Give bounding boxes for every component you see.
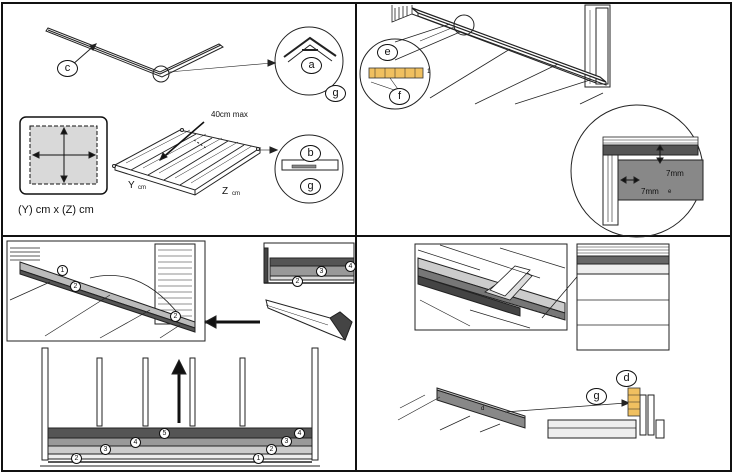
marker-2-bottom-right: 2	[266, 444, 277, 455]
beam-c	[45, 27, 224, 78]
max-spacing-label: 40cm max	[211, 110, 248, 119]
marker-3-bottom-left: 3	[100, 444, 111, 455]
callout-g-top: g	[325, 85, 346, 102]
batten-bottom	[397, 387, 526, 433]
marker-4-bottom-left: 4	[130, 437, 141, 448]
detail-gap	[570, 104, 704, 238]
section-dowel-detail	[547, 387, 665, 439]
saw-tool	[265, 299, 353, 342]
leader-joint-arrow	[267, 59, 277, 67]
callout-c: c	[57, 60, 78, 77]
wall-siding	[391, 5, 413, 23]
callout-g-mid: g	[300, 178, 321, 195]
panel-3-wall-fixing	[6, 240, 355, 467]
callout-e: e	[377, 44, 398, 61]
up-arrow-head	[171, 358, 187, 375]
marker-5-bottom: 5	[159, 428, 170, 439]
marker-2-inset: 2	[292, 276, 303, 287]
y-axis-label: Y	[128, 180, 135, 191]
inset-top-content	[9, 243, 196, 339]
inset-batten-content	[417, 244, 566, 329]
leader-c-arrow	[89, 43, 97, 51]
dimension-formula: (Y) cm x (Z) cm	[18, 204, 94, 216]
panel-2-wall-base	[359, 4, 704, 238]
callout-a: a	[301, 57, 322, 74]
dowel-count-label: 1	[427, 69, 431, 75]
gap-side-part-label: e	[668, 189, 672, 195]
marker-2-bottom-left: 2	[71, 453, 82, 464]
section-batten	[576, 243, 670, 351]
base-beam	[411, 7, 607, 86]
leader-to-detail-arrow	[621, 399, 631, 407]
inset-right-section	[263, 242, 355, 284]
marker-4-inset: 4	[345, 261, 356, 272]
z-axis-label: Z	[222, 186, 229, 197]
floor-plan-square	[19, 116, 108, 195]
gap-top-label: 7mm	[666, 169, 684, 178]
callout-g-bottom: g	[586, 388, 607, 405]
wall-section-bottom	[40, 347, 320, 467]
y-axis-unit: cm	[138, 185, 146, 191]
marker-1-top: 1	[57, 265, 68, 276]
marker-2-top-left: 2	[70, 281, 81, 292]
marker-1-bottom: 1	[253, 453, 264, 464]
panel-1-floor-frame	[19, 26, 344, 204]
detail-corner-joint	[274, 26, 344, 96]
callout-b: b	[300, 145, 321, 162]
beam-detail-circle	[453, 14, 475, 36]
floor-boards	[394, 23, 604, 105]
marker-3-bottom-right: 3	[281, 436, 292, 447]
marker-2-top-right: 2	[170, 311, 181, 322]
marker-4-bottom-right: 4	[294, 428, 305, 439]
callout-f: f	[389, 88, 410, 105]
leader-joint	[168, 62, 273, 73]
detail-dowel	[359, 38, 431, 110]
marker-3-inset: 3	[316, 266, 327, 277]
callout-d: d	[616, 370, 637, 387]
leader-to-detail	[504, 402, 627, 413]
arrow-to-inset-head	[203, 315, 217, 329]
batten-part-label: d	[481, 406, 485, 412]
gap-side-label: 7mm	[641, 187, 659, 196]
z-axis-unit: cm	[232, 191, 240, 197]
beam-joint-circle	[152, 65, 170, 83]
panel-4-batten-fixing	[397, 243, 670, 439]
floor-frame-perspective	[112, 121, 279, 196]
